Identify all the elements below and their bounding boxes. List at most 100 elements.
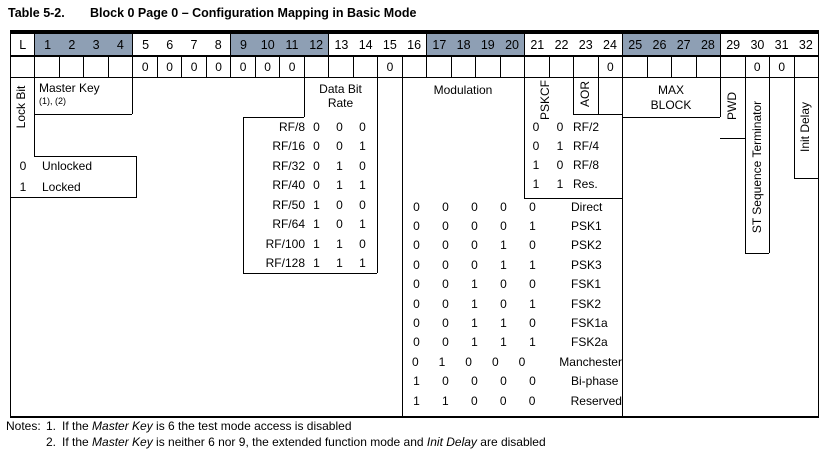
modulation-bit: 0 [471, 199, 478, 214]
bit-number: 10 [260, 37, 275, 52]
pwd-label: PWD [725, 92, 739, 120]
default-bit-value [795, 57, 819, 77]
modulation-bit: 1 [438, 354, 446, 369]
modulation-bit: 0 [442, 257, 449, 272]
modulation-bit: 1 [413, 393, 420, 408]
bit-number: 21 [530, 37, 545, 52]
bit-number: 14 [358, 37, 373, 52]
footnote-line: 2.If the Master Key is neither 6 nor 9, … [6, 435, 546, 451]
default-bit-value [574, 57, 599, 77]
default-bit-value [501, 57, 526, 77]
modulation-name: FSK2a [571, 335, 608, 350]
modulation-bit: 1 [500, 335, 507, 350]
note-text: If the Master Key is neither 6 nor 9, th… [62, 435, 546, 451]
modulation-bit: 1 [529, 219, 536, 234]
default-bit-value [623, 57, 648, 77]
modulation-bit: 0 [471, 238, 478, 253]
rate-name: RF/16 [272, 139, 305, 154]
rate-bit: 1 [359, 139, 366, 154]
modulation-bit: 1 [529, 257, 536, 272]
modulation-name: FSK1a [571, 316, 608, 331]
notes-heading [6, 435, 46, 451]
modulation-bit: 0 [529, 199, 536, 214]
st-box-bottom [745, 253, 769, 254]
bit-number: 26 [652, 37, 667, 52]
table-caption: Block 0 Page 0 – Configuration Mapping i… [90, 6, 417, 20]
bitrate-box-right [377, 78, 378, 273]
table-number: Table 5-2. [8, 6, 65, 20]
modulation-bit: 0 [499, 393, 507, 408]
note-segment: Master Key [92, 434, 153, 449]
rate-bit: 0 [336, 139, 343, 154]
modulation-bit: 0 [442, 199, 449, 214]
note-text: If the Master Key is 6 the test mode acc… [62, 419, 352, 435]
lock-values-box-top [34, 156, 136, 157]
bit-number: 16 [407, 37, 422, 52]
modulation-bit: 1 [471, 335, 478, 350]
bit-number: 2 [68, 37, 76, 52]
pskcf-bit: 0 [532, 119, 540, 134]
rate-name: RF/40 [272, 178, 305, 193]
modulation-bit: 0 [529, 277, 536, 292]
rate-bit: 0 [359, 158, 366, 173]
modulation-bit: 0 [442, 219, 449, 234]
max-block-label-line2: BLOCK [650, 98, 692, 112]
rate-bit: 0 [359, 236, 366, 251]
bit-number: 9 [240, 37, 247, 52]
lock-bit-meaning: Locked [42, 179, 81, 194]
modulation-name: PSK2 [571, 238, 602, 253]
bit-number: 13 [334, 37, 349, 52]
maxblock-box-bottom [622, 117, 720, 118]
modulation-bit: 0 [529, 316, 536, 331]
init-delay-box-bottom [794, 178, 818, 179]
modulation-bit: 0 [528, 393, 536, 408]
modulation-name: Direct [571, 199, 603, 214]
modulation-bit: 0 [500, 219, 507, 234]
rate-bit: 1 [359, 256, 366, 271]
modulation-box-left [402, 78, 403, 417]
default-bit-value [11, 57, 36, 77]
bit-number: 19 [480, 37, 495, 52]
rate-bit: 1 [313, 197, 320, 212]
bit-number: 20 [505, 37, 519, 52]
modulation-name: Bi-phase [571, 374, 619, 389]
note-segment: If the [62, 434, 93, 449]
modulation-bit: 1 [442, 393, 449, 408]
default-bit-value [452, 57, 477, 77]
rate-bit: 1 [336, 236, 343, 251]
table-left-border [10, 78, 11, 417]
note-segment: Init Delay [426, 434, 477, 449]
modulation-bit: 0 [465, 354, 472, 369]
bit-number: 28 [700, 37, 715, 52]
pskcf-value: RF/8 [573, 157, 600, 172]
rate-bit: 1 [336, 178, 343, 193]
rate-bit: 0 [313, 139, 320, 154]
bit-number: 31 [774, 37, 789, 52]
bit-number: 27 [676, 37, 691, 52]
bit-number: 11 [285, 37, 299, 52]
default-bit-value [329, 57, 354, 77]
default-bit-value [525, 57, 550, 77]
modulation-bit: 0 [500, 374, 507, 389]
lock-values-box-bottom [10, 197, 136, 198]
default-bit-value [35, 57, 60, 77]
aor-box-bottom [573, 114, 622, 115]
bit-number: 12 [309, 37, 324, 52]
default-bit-value [60, 57, 85, 77]
default-bit-value: 0 [599, 57, 624, 77]
st-box-right [769, 78, 770, 253]
bit-number: 25 [628, 37, 643, 52]
modulation-bit: 1 [471, 296, 478, 311]
aor-box-left [573, 78, 574, 114]
